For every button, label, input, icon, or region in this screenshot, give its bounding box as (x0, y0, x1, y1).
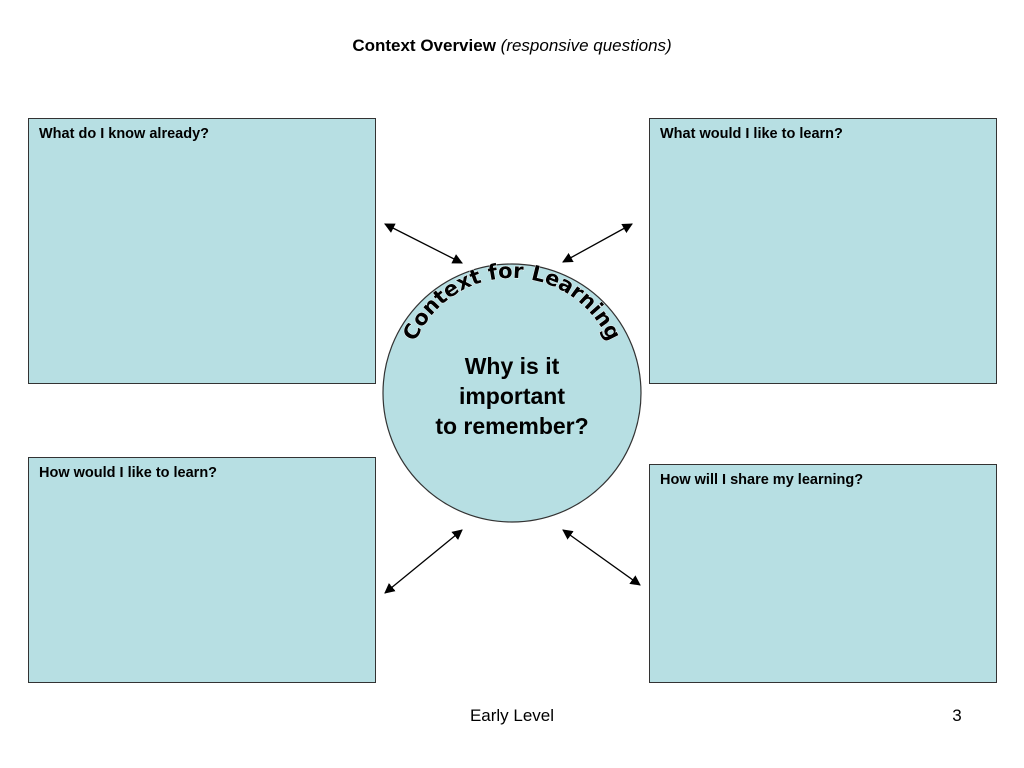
box-label-what-would-i-like-to-learn: What would I like to learn? (660, 126, 843, 142)
box-how-would-i-like-to-learn[interactable]: How would I like to learn? (28, 457, 376, 683)
arrow-top-left (384, 223, 463, 264)
center-question-line-2: important (459, 383, 565, 409)
title-main: Context Overview (352, 36, 496, 55)
box-what-would-i-like-to-learn[interactable]: What would I like to learn? (649, 118, 997, 384)
box-how-will-i-share[interactable]: How will I share my learning? (649, 464, 997, 683)
footer-level-label: Early Level (469, 706, 555, 725)
title-subtitle: (responsive questions) (500, 36, 672, 55)
slide-title: Context Overview (responsive questions) (0, 36, 1024, 56)
arrow-top-right (562, 223, 633, 263)
arc-title-text: Context for Learning (398, 258, 627, 344)
center-question-line-3: to remember? (435, 413, 588, 439)
center-question-line-1: Why is it (465, 353, 560, 379)
arc-title: Context for Learning (398, 259, 626, 345)
box-label-how-will-i-share: How will I share my learning? (660, 472, 864, 488)
footer-page-number: 3 (952, 706, 962, 725)
arrow-bottom-right (562, 529, 641, 586)
center-circle (382, 263, 642, 523)
box-what-do-i-know[interactable]: What do I know already? (28, 118, 376, 384)
box-label-how-would-i-like-to-learn: How would I like to learn? (39, 465, 218, 481)
arrow-bottom-left (384, 529, 463, 594)
box-label-what-do-i-know: What do I know already? (39, 126, 209, 142)
